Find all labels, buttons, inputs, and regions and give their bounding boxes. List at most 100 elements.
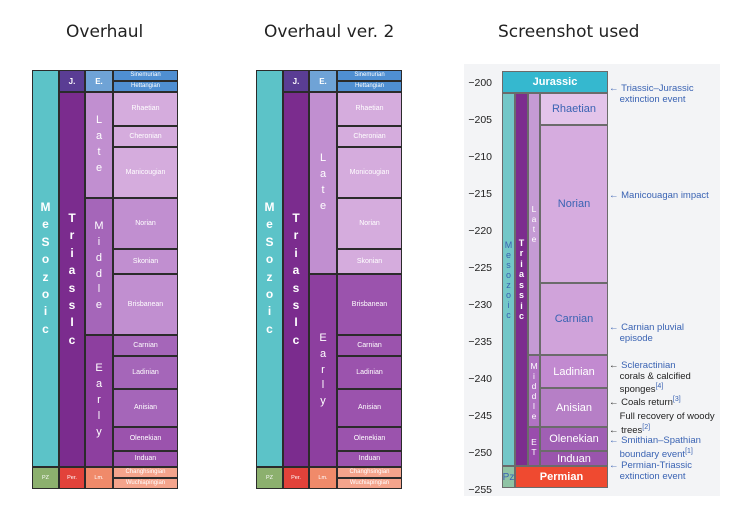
stage-cell: Anisian xyxy=(337,389,402,427)
stage-label: Induan xyxy=(557,452,591,465)
stage-label: Norian xyxy=(135,219,156,227)
stage-cell: Cheronian xyxy=(337,126,402,147)
stage-label: Anisian xyxy=(555,401,593,414)
tick-label: −235 xyxy=(468,336,492,348)
tick-label: −250 xyxy=(468,447,492,459)
permian-cell: Per. xyxy=(283,467,309,489)
overhaul-v2-heading: Overhaul ver. 2 xyxy=(264,22,395,42)
stage-label: Skonian xyxy=(132,257,159,265)
stage-label: Hettangian xyxy=(130,83,161,89)
tick-label: −220 xyxy=(468,225,492,237)
stage-label: Olenekian xyxy=(129,435,162,442)
stage-cell: Skonian xyxy=(113,249,178,274)
hettangian-cell: Hettangian xyxy=(337,81,402,92)
paleozoic-cell: PZ xyxy=(32,467,59,489)
stage-label: Carnian xyxy=(554,313,594,325)
stage-cell: Rhaetian xyxy=(113,92,178,126)
tick-label: −240 xyxy=(468,373,492,385)
tick-label: −200 xyxy=(468,77,492,89)
changhsingian-cell: Changhsingian xyxy=(113,467,178,478)
permian-cell: Per. xyxy=(59,467,85,489)
early-jurassic-label: E. xyxy=(319,76,327,86)
early-jurassic-label: E. xyxy=(95,76,103,86)
olenekian-cell: Olenekian xyxy=(540,427,608,451)
permian-cell: Permian xyxy=(515,466,608,488)
pz-label: PZ xyxy=(41,475,50,481)
event-triassic-jurassic: ← Triassic–Jurassic extinction event xyxy=(609,83,694,105)
stage-cell: Carnian xyxy=(337,335,402,356)
stage-label: Wuchiapingian xyxy=(349,480,390,486)
pz-cell: Pz xyxy=(502,466,515,488)
lopingian-label: Lm. xyxy=(318,475,328,481)
stage-cell: Norian xyxy=(337,198,402,249)
jurassic-cell: Jurassic xyxy=(502,71,608,93)
jurassic-label: J. xyxy=(292,76,300,86)
induan-cell: Induan xyxy=(540,451,608,466)
stage-cell: Brisbanean xyxy=(337,274,402,335)
tick-label: −245 xyxy=(468,410,492,422)
stage-label: Brisbanean xyxy=(351,300,388,308)
stage-label: Sinemurian xyxy=(354,72,385,78)
hettangian-cell: Hettangian xyxy=(113,81,178,92)
stage-label: Anisian xyxy=(358,404,381,411)
stage-label: Ladinian xyxy=(132,368,159,376)
tick-label: −255 xyxy=(468,484,492,496)
lopingian-cell: Lm. xyxy=(309,467,337,489)
stage-cell: Ladinian xyxy=(113,356,178,389)
stage-cell: Olenekian xyxy=(337,427,402,451)
anisian-cell: Anisian xyxy=(540,388,608,427)
stage-label: Cheronian xyxy=(129,132,162,140)
stage-label: Anisian xyxy=(134,404,157,411)
early-jurassic-epoch-cell: E. xyxy=(85,70,113,92)
stage-label: Carnian xyxy=(133,341,158,349)
event-coals-return: ← Coals return[3] xyxy=(609,396,681,409)
pz-label: PZ xyxy=(265,475,274,481)
stage-label: Brisbanean xyxy=(127,300,164,308)
screenshot-heading: Screenshot used xyxy=(498,22,640,42)
stage-cell: Manicougian xyxy=(113,147,178,198)
stage-label: Monicougian xyxy=(349,168,390,176)
tick-label: −205 xyxy=(468,114,492,126)
changhsingian-cell: Changhsingian xyxy=(337,467,402,478)
event-smithian-spathian: ← Smithian–Spathian boundary event[1] xyxy=(609,435,701,460)
jurassic-label: J. xyxy=(68,76,76,86)
stage-label: Induan xyxy=(358,455,381,462)
jurassic-period-cell: J. xyxy=(59,70,85,92)
stage-label: Ladinian xyxy=(553,365,595,378)
tick-label: −215 xyxy=(468,188,492,200)
tick-label: −210 xyxy=(468,151,492,163)
tick-label: −230 xyxy=(468,299,492,311)
stage-cell: Skonian xyxy=(337,249,402,274)
overhaul-heading: Overhaul xyxy=(66,22,144,42)
stage-label: Rhaetian xyxy=(355,105,384,112)
early-jurassic-epoch-cell: E. xyxy=(309,70,337,92)
stage-cell: Induan xyxy=(113,451,178,467)
event-carnian-pluvial: ← Carnian pluvial episode xyxy=(609,322,684,344)
permian-label: Permian xyxy=(539,471,584,483)
sinemurian-cell: Sinemurian xyxy=(337,70,402,81)
stage-label: Cheronian xyxy=(353,132,386,140)
carnian-cell: Carnian xyxy=(540,283,608,355)
ladinian-cell: Ladinian xyxy=(540,355,608,388)
event-manicouagan: ← Manicouagan impact xyxy=(609,190,709,201)
